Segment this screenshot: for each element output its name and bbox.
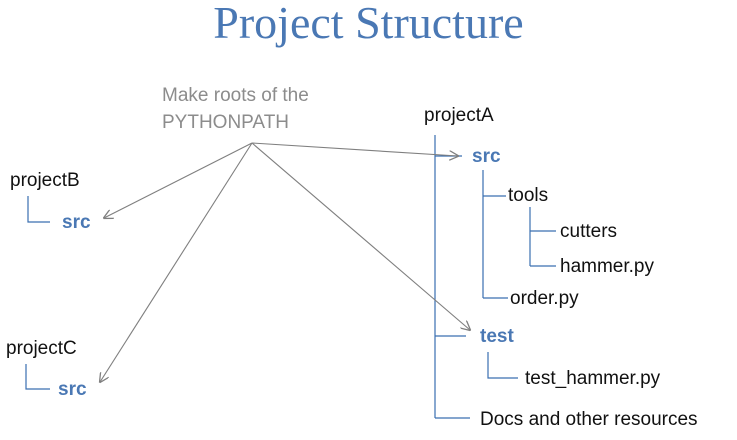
arrow-to-projectA-src [251,142,458,156]
projectA-src-label: src [472,146,501,167]
projectB-src-label: src [62,212,91,233]
note-line-2: PYTHONPATH [162,112,290,133]
projectC-label: projectC [6,338,77,359]
projectC-branch-src [25,364,50,390]
arrow-to-projectC-src [100,142,253,382]
tools-label: tools [508,185,549,206]
arrow-to-projectA-test [251,142,470,330]
note-line-1: Make roots of the [162,85,309,106]
cutters-label: cutters [560,221,618,242]
hammer-py-label: hammer.py [560,256,654,277]
docs-label: Docs and other resources [480,409,698,430]
diagram-title: Project Structure [213,0,524,48]
test-hammer-py-label: test_hammer.py [525,368,661,389]
test-branch-test-hammer [487,352,518,379]
projectA-test-label: test [480,326,514,347]
projectB-branch-src [27,196,50,223]
arrow-to-projectB-src [104,142,253,218]
projectB-label: projectB [10,170,80,191]
order-py-label: order.py [510,288,579,309]
projectA-label: projectA [424,105,494,126]
projectC-src-label: src [58,379,87,400]
